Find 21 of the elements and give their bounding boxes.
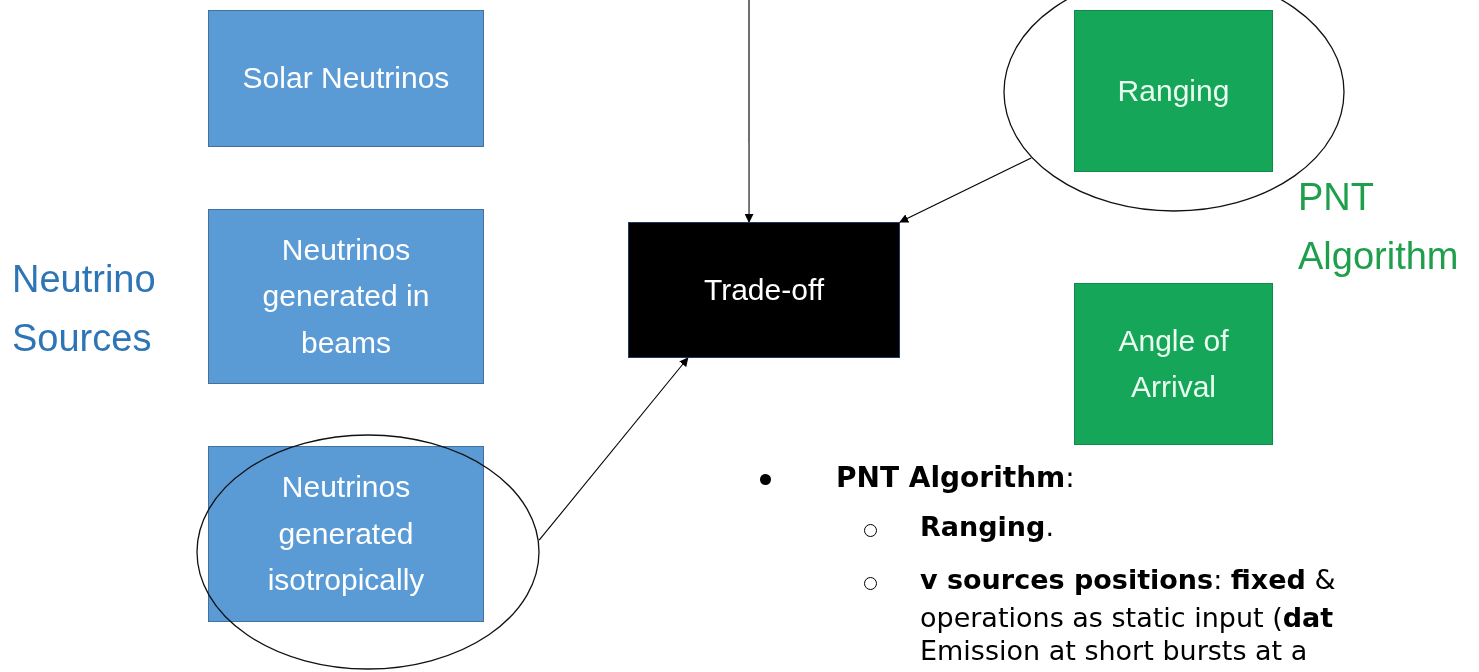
bullet-text: PNT Algorithm: [836,460,1076,496]
bullet-text: Emission at short bursts at a [920,634,1309,668]
box-label: Trade-off [703,271,825,308]
box-label: Neutrinos generated in beams [261,231,431,361]
process-box [628,222,900,358]
box-label: Neutrinos generated isotropically [266,469,426,599]
arrow [899,157,1032,223]
method-box [1074,283,1273,445]
source-box [208,446,484,622]
arrow [744,0,754,223]
source-box [208,10,484,147]
arrow [538,357,689,541]
group-label: Neutrino Sources [12,257,157,361]
method-box [1074,10,1273,172]
bullet-text: Ranging. [920,510,1055,544]
bullet-text: v sources positions: fixed & operations as static input (dat [920,563,1337,635]
source-box [208,209,484,384]
box-label: Ranging [1117,72,1230,109]
group-label: PNT Algorithm [1298,175,1460,279]
box-label: Angle of Arrival [1117,322,1230,405]
box-label: Solar Neutrinos [242,60,450,97]
